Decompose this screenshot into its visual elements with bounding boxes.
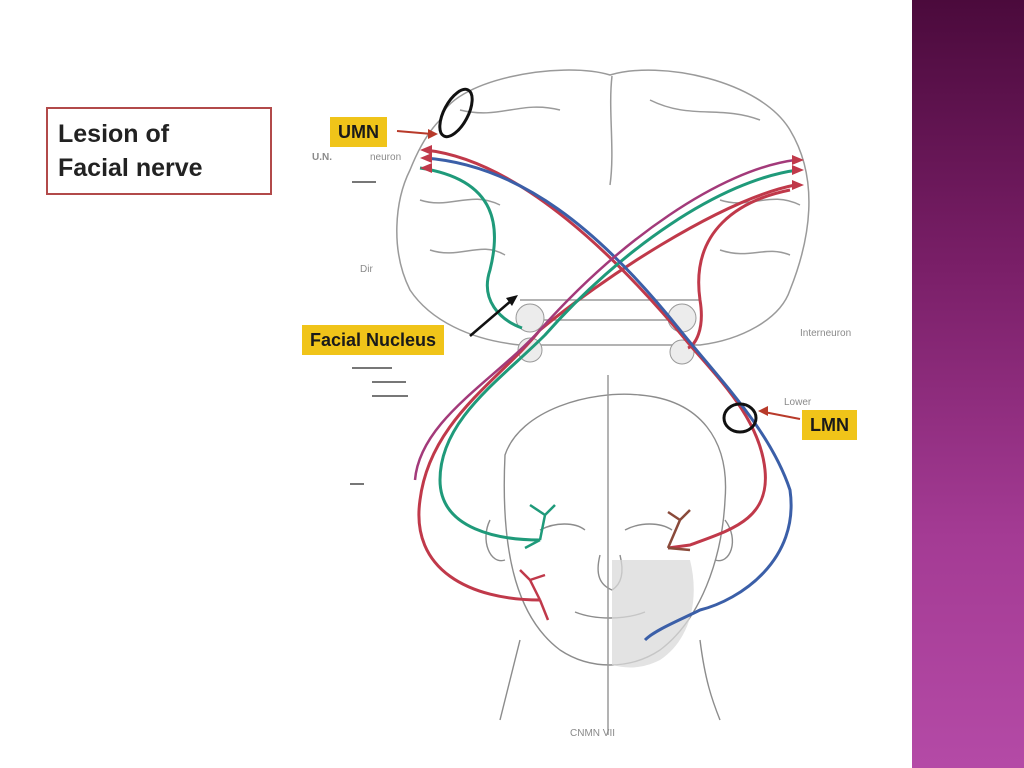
umn-lesion-marker [438, 87, 474, 139]
red-tract-right-ipsi [687, 188, 791, 350]
face-outline [485, 393, 734, 721]
blue-tract [424, 156, 793, 642]
lmn-arrow [758, 406, 801, 420]
magenta-tract [413, 158, 796, 481]
faint-label-un: U.N. [312, 152, 332, 163]
faint-label-neuron: neuron [370, 152, 401, 163]
lmn-label: LMN [802, 410, 857, 440]
faint-label-footer: CNMN VII [570, 728, 615, 739]
slide: U.N. neuron Dir Interneuron Lower CNMN V… [46, 69, 857, 739]
facial-nucleus-label: Facial Nucleus [302, 325, 445, 355]
faint-label-dir: Dir [360, 264, 373, 275]
paralysis-shading [612, 560, 694, 668]
facial-branches-right [666, 509, 691, 552]
umn-arrow [396, 129, 438, 139]
brain-outline [396, 69, 810, 346]
facial-branches-left-lower [519, 569, 550, 621]
title-line-1: Lesion of [58, 120, 170, 148]
title-box: Lesion of Facial nerve [46, 107, 272, 195]
title-line-2: Facial nerve [58, 154, 203, 182]
faint-label-lower: Lower [784, 397, 812, 408]
green-tract-crossed [438, 168, 799, 542]
facial-branches-left [524, 503, 556, 550]
red-tract-crossed [417, 183, 796, 602]
lmn-lesion-marker [722, 402, 758, 434]
faint-label-interneuron: Interneuron [800, 328, 851, 339]
green-tract-left [419, 166, 523, 330]
facial-nucleus-arrow [469, 295, 518, 337]
red-tract [424, 148, 767, 550]
facial-nerve-diagram: U.N. neuron Dir Interneuron Lower CNMN V… [312, 69, 851, 739]
faint-dash-marks [350, 181, 408, 485]
cortex-arrowheads [420, 145, 804, 190]
umn-label: UMN [330, 117, 387, 147]
decorative-side-bar [912, 0, 1024, 768]
